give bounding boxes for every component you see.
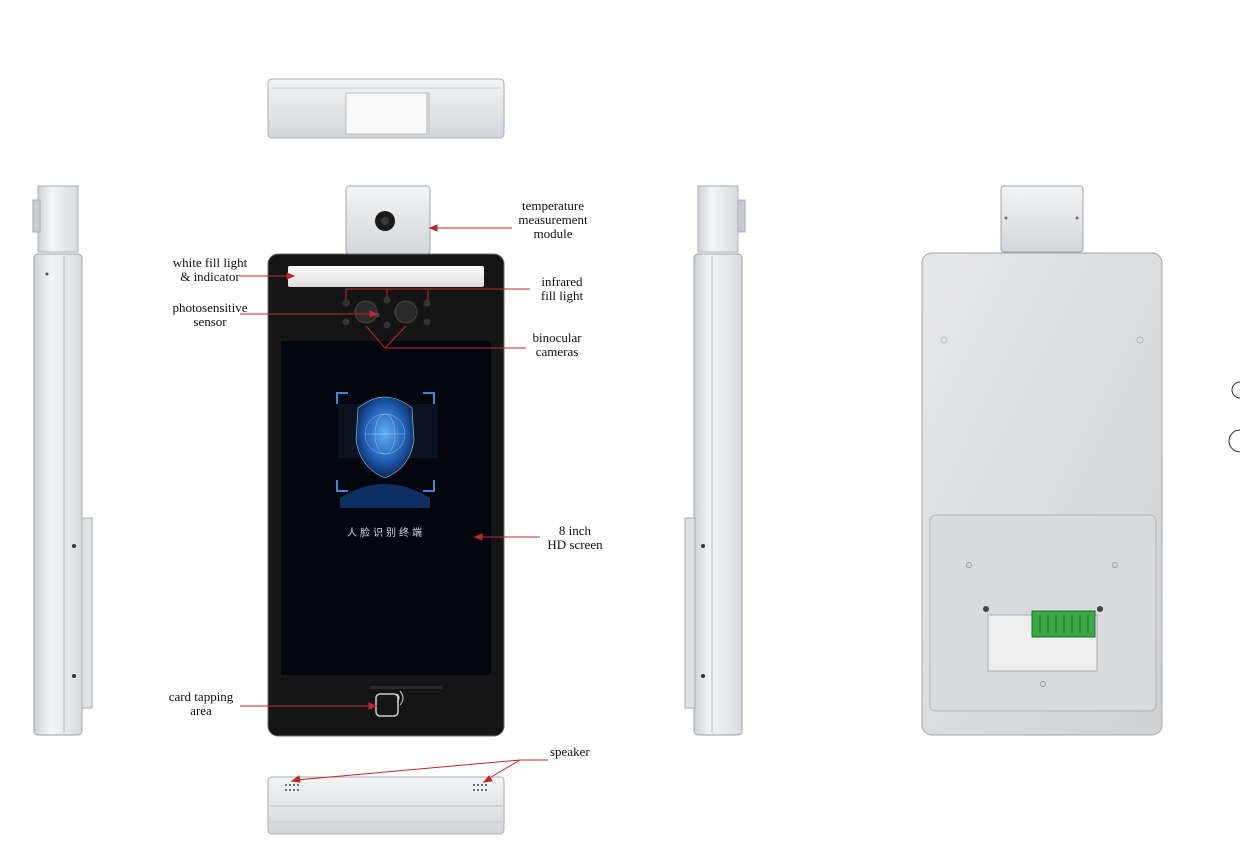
front-view (267, 185, 505, 737)
label-card-tapping-area: card tapping area (168, 689, 234, 718)
right-side-view (684, 185, 746, 736)
left-camera (354, 300, 378, 324)
top-view (267, 78, 505, 139)
screen-caption: 人脸识别终端 (347, 528, 425, 539)
face-recognition-graphic (336, 392, 438, 508)
label-temperature-module: temperature measurement module (518, 198, 588, 241)
label-hd-screen: 8 inch HD screen (547, 523, 603, 552)
right-speaker-grille-icon (473, 784, 487, 791)
left-speaker-grille-icon (285, 784, 299, 791)
white-fill-light-bar (288, 266, 484, 287)
left-side-view (32, 185, 93, 736)
right-camera (394, 300, 418, 324)
back-view (921, 185, 1163, 736)
label-infrared-fill-light: infrared fill light (540, 274, 584, 303)
leader-lines (240, 224, 548, 783)
label-binocular-cameras: binocular cameras (532, 330, 582, 359)
bottom-view (267, 776, 505, 835)
card-tapping-area (375, 693, 399, 717)
label-speaker: speaker (550, 744, 590, 759)
label-white-fill-light: white fill light & indicator (172, 255, 248, 284)
label-photosensitive-sensor: photosensitive sensor (172, 300, 248, 329)
camera-cluster (342, 296, 431, 329)
